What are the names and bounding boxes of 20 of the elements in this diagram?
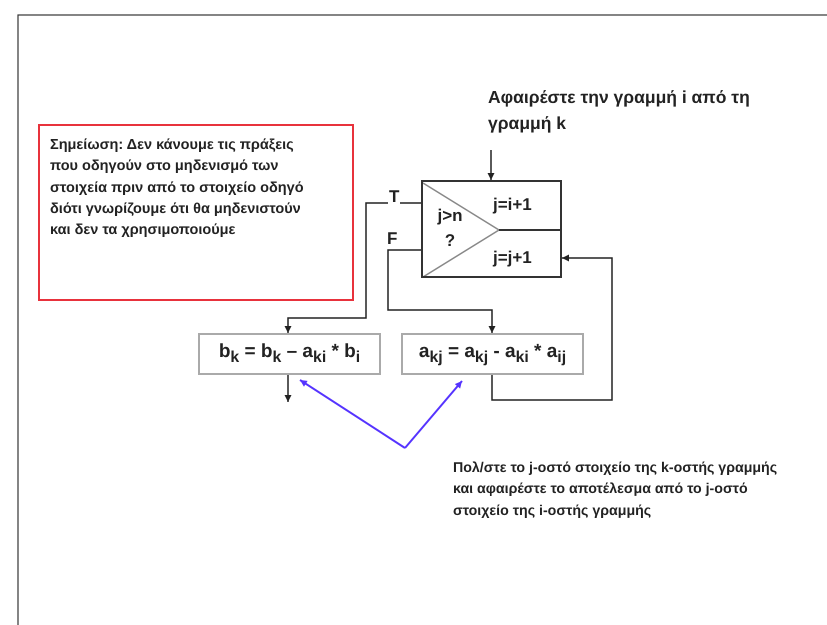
arrow [387,249,496,333]
formula-text: b$_{k}$ = b$_{k}$ – a$_{ki}$ * b$_{i}$ [218,341,360,367]
arrow [488,150,494,180]
assignment-text: j=j+1 [493,247,533,269]
edge-label: T [388,188,400,206]
annotation-text: Πολ/στε το j-οστό στοιχείο της k-οστής γραμμής και αφαιρέστε το αποτέλεσμα από το j-οστό στοιχείο της i-οστής γραμμής [453,458,798,536]
arrow [284,375,292,402]
arrow [284,202,421,333]
leader-line [299,379,406,449]
annotation-text: Αφαιρέστε την γραμμή i από τη γραμμή k [488,84,758,140]
loop-box [421,180,562,278]
formula-text: a$_{kj}$ = a$_{kj}$ - a$_{ki}$ * a$_{ij}$ [418,341,566,367]
condition-text: j>n ? [436,205,464,252]
assignment-text: j=i+1 [493,194,533,216]
note-text: Σημείωση: Δεν κάνουμε τις πράξεις που οδηγούν στο μηδενισμό των στοιχεία πριν από το στοιχείο οδηγό διότι γνωρίζουμε ότι θα μηδενιστούν και δεν τα χρησιμοποιούμε [50,136,305,240]
leader-line [404,380,463,449]
process-box [198,333,381,375]
arrow [491,254,613,401]
process-box [401,333,584,375]
note-box [38,124,354,301]
